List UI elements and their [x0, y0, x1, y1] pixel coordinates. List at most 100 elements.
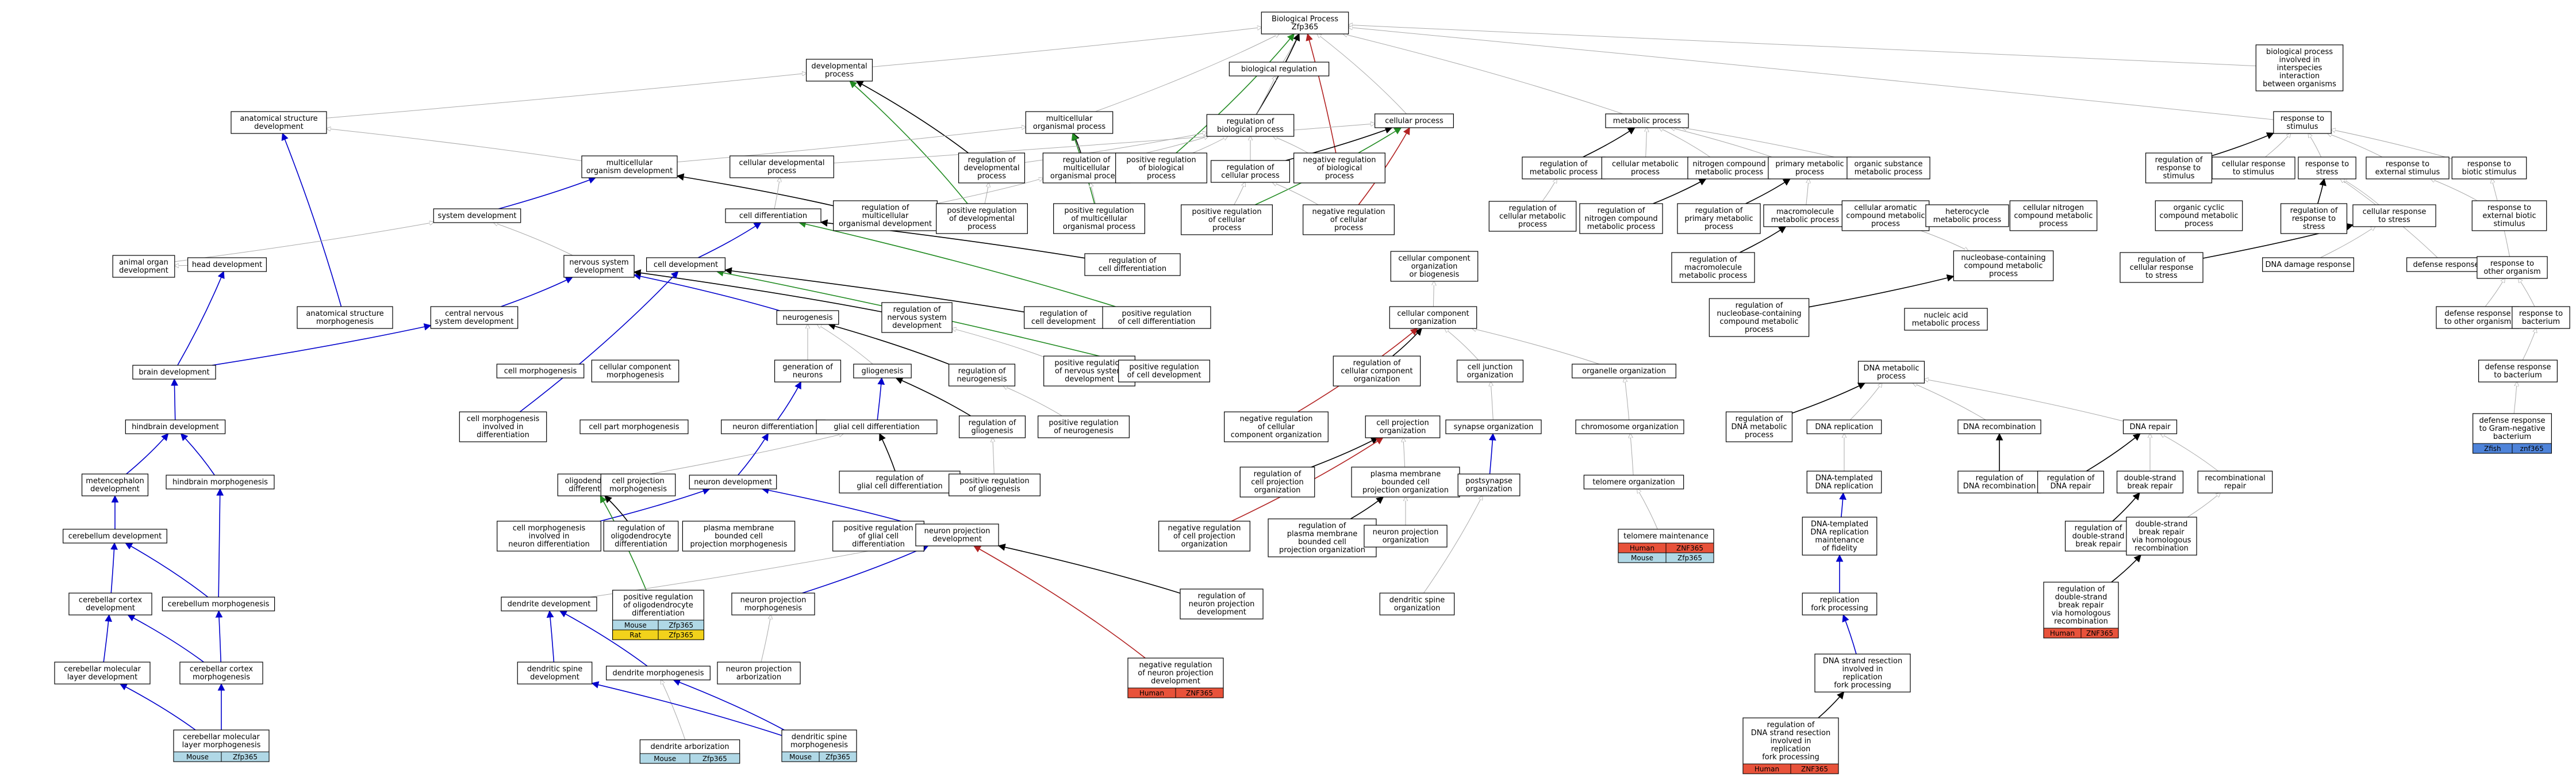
go-term-node[interactable]: DNA repair [2122, 419, 2178, 434]
go-term-node[interactable]: regulation ofnucleobase-containingcompou… [1709, 298, 1810, 337]
go-term-node[interactable]: head development [187, 257, 267, 272]
go-term-node[interactable]: cell part morphogenesis [579, 419, 689, 434]
go-term-node[interactable]: defense response [2406, 257, 2486, 272]
go-term-node[interactable]: dendrite development [501, 597, 597, 611]
go-term-node[interactable]: cerebellum morphogenesis [162, 597, 275, 611]
go-term-node[interactable]: brain development [132, 365, 216, 380]
go-term-node[interactable]: DNA replication [1806, 419, 1882, 434]
go-term-node[interactable]: neuron development [689, 475, 777, 490]
go-term-node[interactable]: system development [433, 208, 521, 223]
go-term-node[interactable]: organelle organization [1572, 364, 1676, 379]
go-term-node[interactable]: neurogenesis [776, 310, 839, 325]
go-term-node[interactable]: glial cell differentiation [816, 419, 938, 434]
go-term-node[interactable]: gliogenesis [853, 364, 912, 379]
go-term-node[interactable]: cell development [646, 257, 725, 272]
go-term-node[interactable]: dendrite morphogenesis [606, 666, 711, 681]
go-term-node[interactable]: DNA damage response [2262, 257, 2354, 272]
go-term-node[interactable]: DNA recombination [1957, 419, 2041, 434]
go-term-node[interactable]: neuron differentiation [721, 419, 826, 434]
go-term-node[interactable]: regulation ofoligodendrocytedifferentiat… [603, 521, 679, 552]
go-term-node[interactable]: hindbrain morphogenesis [166, 475, 275, 490]
go-term-node[interactable]: biological regulation [1229, 62, 1330, 77]
go-term-node[interactable]: metabolic process [1605, 113, 1689, 128]
